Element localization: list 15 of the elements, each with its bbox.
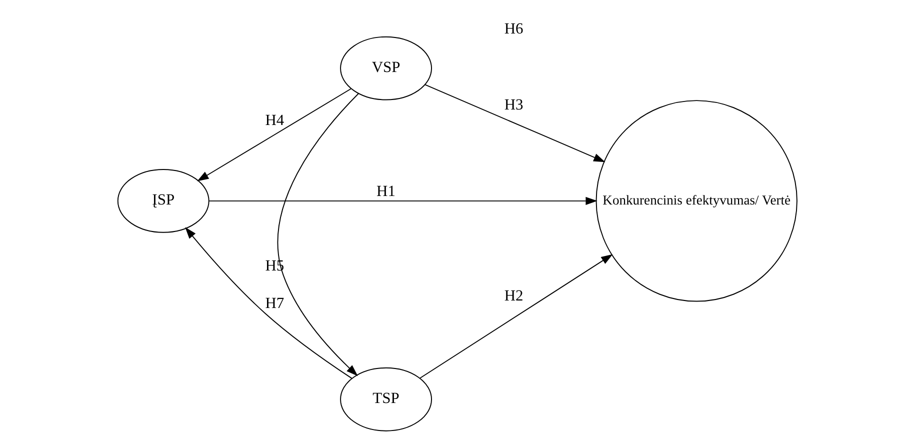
arrow xyxy=(197,88,352,182)
node-ellipse: VSP xyxy=(340,36,432,100)
arrow xyxy=(208,196,598,205)
arrow xyxy=(424,84,606,162)
arrow xyxy=(185,227,352,379)
edge-label: H1 xyxy=(376,182,396,200)
edge-label: H7 xyxy=(265,295,284,312)
label: H6 xyxy=(504,20,524,38)
edge-label: H3 xyxy=(504,96,524,114)
arrow xyxy=(420,254,613,379)
arrow xyxy=(277,93,359,376)
edge-label: H4 xyxy=(265,112,284,130)
node-ellipse: TSP xyxy=(340,367,432,432)
node-circle: Konkurencinis efektyvumas/ Vertė xyxy=(596,100,798,302)
edge-label: H2 xyxy=(504,287,524,304)
